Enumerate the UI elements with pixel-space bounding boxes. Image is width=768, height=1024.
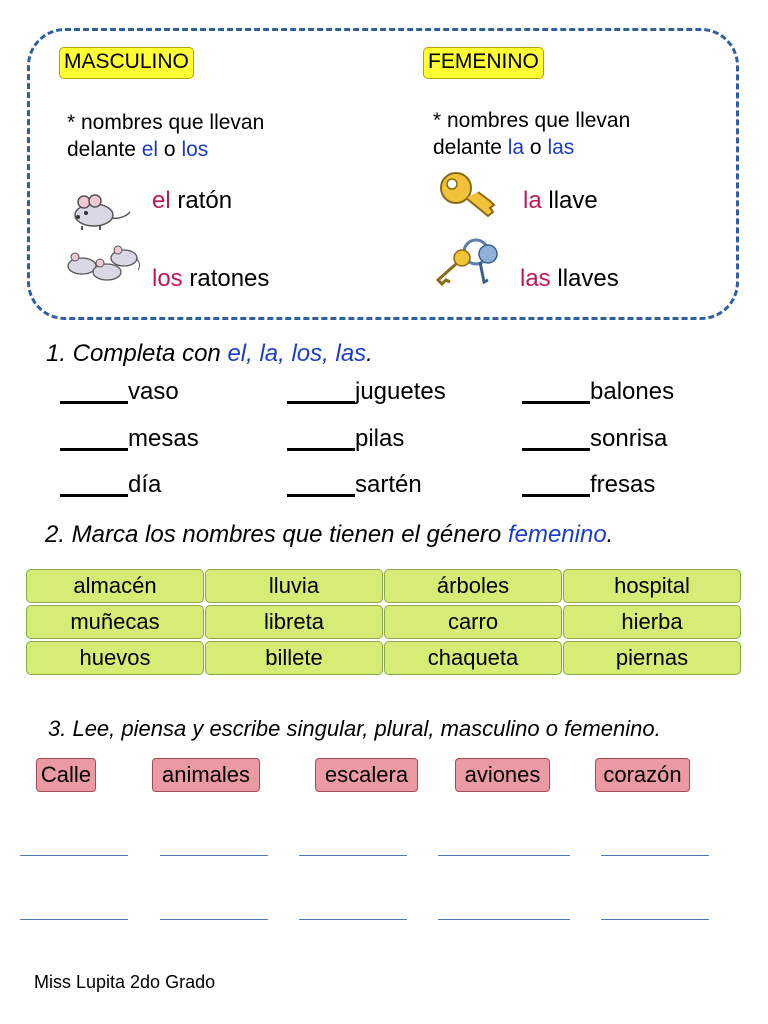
article-la: la <box>523 187 542 214</box>
blank-line[interactable] <box>522 426 590 451</box>
question-text: 2. Marca los nombres que tienen el géner… <box>45 521 508 548</box>
mice-icon <box>67 245 141 281</box>
noun-cell[interactable]: chaqueta <box>384 641 562 675</box>
article-la: la <box>507 136 525 159</box>
note-text: delante <box>67 138 142 161</box>
noun-cell[interactable]: almacén <box>26 569 204 603</box>
answer-line[interactable] <box>160 919 268 920</box>
question-text: . <box>606 521 614 548</box>
femenino-note-line2: delante la o las <box>433 134 630 161</box>
blank-word: día <box>128 471 162 498</box>
blank-item[interactable]: fresas <box>522 471 655 499</box>
noun-cell[interactable]: muñecas <box>26 605 204 639</box>
blank-line[interactable] <box>60 426 128 451</box>
answer-line[interactable] <box>160 855 268 856</box>
answer-line[interactable] <box>299 919 407 920</box>
grammar-box <box>27 28 739 320</box>
note-text: o <box>158 138 182 161</box>
noun-cell[interactable]: libreta <box>205 605 383 639</box>
noun: ratón <box>170 187 233 214</box>
footer-credit: Miss Lupita 2do Grado <box>34 972 216 992</box>
question-2: 2. Marca los nombres que tienen el géner… <box>45 521 613 549</box>
blank-item[interactable]: juguetes <box>287 378 446 406</box>
noun-cell[interactable]: carro <box>384 605 562 639</box>
article-el: el <box>152 187 171 214</box>
masculino-note: * nombres que llevan delante el o los <box>67 109 264 163</box>
example-el-raton: el ratón <box>152 187 232 215</box>
blank-line[interactable] <box>287 472 355 497</box>
noun-cell[interactable]: piernas <box>563 641 741 675</box>
blank-word: juguetes <box>355 378 446 405</box>
blank-word: sonrisa <box>590 425 668 452</box>
blank-line[interactable] <box>60 379 128 404</box>
blank-line[interactable] <box>522 472 590 497</box>
blank-item[interactable]: sartén <box>287 471 422 499</box>
blank-item[interactable]: balones <box>522 378 674 406</box>
article-las: las <box>520 265 551 292</box>
blank-word: fresas <box>590 471 656 498</box>
answer-line[interactable] <box>601 855 709 856</box>
noun: llave <box>541 187 598 214</box>
article-el: el <box>141 138 159 161</box>
masculino-label: MASCULINO <box>59 47 194 79</box>
answer-line[interactable] <box>601 919 709 920</box>
key-icon <box>440 172 496 218</box>
blank-line[interactable] <box>287 426 355 451</box>
noun: llaves <box>550 265 619 292</box>
masculino-note-line1: * nombres que llevan <box>67 111 265 134</box>
question-text: . <box>366 340 373 367</box>
blank-item[interactable]: sonrisa <box>522 425 667 453</box>
article-los: los <box>152 265 183 292</box>
noun-cell[interactable]: hospital <box>563 569 741 603</box>
blank-item[interactable]: día <box>60 471 161 499</box>
article-los: los <box>181 138 209 161</box>
blank-item[interactable]: pilas <box>287 425 404 453</box>
note-text: o <box>524 136 548 159</box>
blank-word: pilas <box>355 425 405 452</box>
noun-cell[interactable]: hierba <box>563 605 741 639</box>
blank-word: vaso <box>128 378 179 405</box>
noun-cell[interactable]: huevos <box>26 641 204 675</box>
word-card: aviones <box>455 758 550 792</box>
keys-icon <box>435 238 498 287</box>
answer-line[interactable] <box>438 855 570 856</box>
example-la-llave: la llave <box>523 187 598 215</box>
blank-line[interactable] <box>60 472 128 497</box>
article-options: el, la, los, las <box>227 340 367 367</box>
noun-cell[interactable]: billete <box>205 641 383 675</box>
answer-line[interactable] <box>20 919 128 920</box>
noun: ratones <box>182 265 270 292</box>
example-las-llaves: las llaves <box>520 265 619 293</box>
blank-line[interactable] <box>287 379 355 404</box>
highlight-femenino: femenino <box>507 521 607 548</box>
answer-line[interactable] <box>20 855 128 856</box>
answer-line[interactable] <box>299 855 407 856</box>
blank-item[interactable]: mesas <box>60 425 199 453</box>
example-los-ratones: los ratones <box>152 265 269 293</box>
word-card: Calle <box>36 758 96 792</box>
femenino-note: * nombres que llevan delante la o las <box>433 107 630 161</box>
question-3: 3. Lee, piensa y escribe singular, plura… <box>48 716 661 741</box>
femenino-note-line1: * nombres que llevan <box>433 109 631 132</box>
mouse-icon <box>74 194 131 230</box>
femenino-label: FEMENINO <box>423 47 544 79</box>
blank-word: mesas <box>128 425 199 452</box>
blank-line[interactable] <box>522 379 590 404</box>
word-card: escalera <box>315 758 418 792</box>
blank-item[interactable]: vaso <box>60 378 179 406</box>
question-1: 1. Completa con el, la, los, las. <box>46 340 373 368</box>
word-card: corazón <box>595 758 690 792</box>
word-card: animales <box>152 758 260 792</box>
article-las: las <box>547 136 575 159</box>
question-text: 1. Completa con <box>46 340 228 367</box>
blank-word: sartén <box>355 471 422 498</box>
noun-cell[interactable]: árboles <box>384 569 562 603</box>
masculino-note-line2: delante el o los <box>67 136 264 163</box>
noun-cell[interactable]: lluvia <box>205 569 383 603</box>
answer-line[interactable] <box>438 919 570 920</box>
blank-word: balones <box>590 378 675 405</box>
note-text: delante <box>433 136 508 159</box>
